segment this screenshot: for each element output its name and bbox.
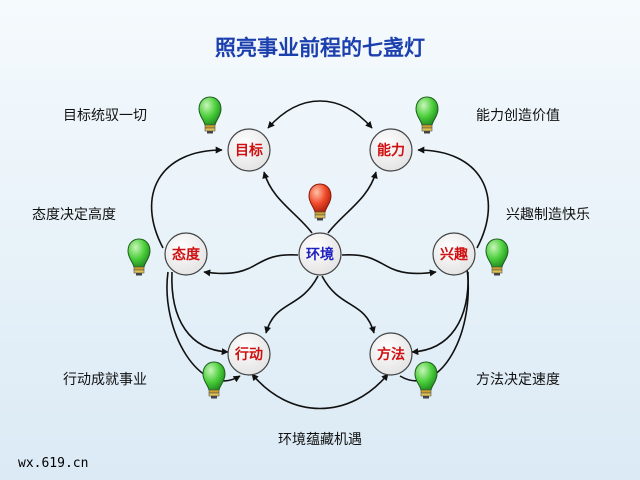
caption-method: 方法决定速度 bbox=[476, 372, 560, 388]
ability-bulb-icon bbox=[415, 96, 439, 134]
arrow-left-outer bbox=[166, 271, 241, 383]
arrow-action-method bbox=[251, 373, 389, 410]
attitude-bulb-icon bbox=[127, 238, 151, 276]
action-bulb-icon bbox=[202, 361, 226, 399]
caption-action: 行动成就事业 bbox=[63, 372, 147, 388]
node-method-label: 方法 bbox=[377, 346, 405, 363]
arrow-attitude-goal bbox=[150, 146, 223, 249]
center-bulb-icon bbox=[308, 183, 332, 221]
diagram-title: 照亮事业前程的七盏灯 bbox=[215, 36, 425, 60]
caption-goal: 目标统驭一切 bbox=[63, 108, 147, 124]
goal-bulb-icon bbox=[198, 96, 222, 134]
node-goal: 目标 bbox=[227, 128, 271, 172]
node-interest: 兴趣 bbox=[432, 232, 476, 276]
outer-loops bbox=[166, 261, 471, 383]
arrow-center-method bbox=[321, 275, 376, 334]
node-center: 环境 bbox=[298, 232, 342, 276]
arrow-attitude-action bbox=[171, 271, 229, 356]
node-goal-label: 目标 bbox=[235, 142, 263, 159]
node-ability-label: 能力 bbox=[377, 142, 405, 159]
node-method: 方法 bbox=[369, 332, 413, 376]
node-center-label: 环境 bbox=[306, 246, 334, 263]
method-bulb-icon bbox=[414, 361, 438, 399]
arrow-goal-ability bbox=[267, 100, 373, 129]
arrow-center-action bbox=[264, 275, 319, 334]
arrow-right-outer bbox=[399, 261, 471, 382]
caption-interest: 兴趣制造快乐 bbox=[506, 207, 590, 223]
interest-bulb-icon bbox=[485, 238, 509, 276]
node-attitude: 态度 bbox=[164, 232, 208, 276]
arrow-interest-ability bbox=[417, 146, 490, 249]
arrow-center-goal bbox=[262, 171, 313, 234]
arrow-center-ability bbox=[327, 171, 378, 234]
arrow-center-interest bbox=[341, 254, 437, 277]
arrow-interest-outer bbox=[412, 270, 472, 374]
caption-attitude: 态度决定高度 bbox=[32, 206, 116, 223]
node-action: 行动 bbox=[227, 332, 271, 376]
watermark: wx.619.cn bbox=[18, 456, 88, 471]
node-attitude-label: 态度 bbox=[172, 246, 201, 263]
node-interest-label: 兴趣 bbox=[440, 246, 469, 263]
caption-environment: 环境蕴藏机遇 bbox=[278, 432, 362, 448]
node-action-label: 行动 bbox=[234, 346, 263, 363]
arrow-center-attitude bbox=[203, 254, 299, 277]
caption-ability: 能力创造价值 bbox=[476, 108, 560, 124]
node-ability: 能力 bbox=[369, 128, 413, 172]
